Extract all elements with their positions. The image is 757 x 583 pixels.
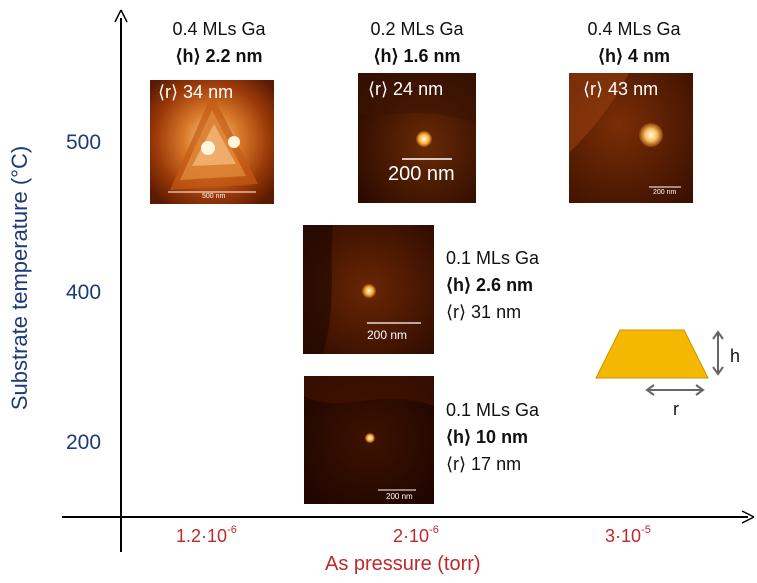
- sample-4-coverage: 0.1 MLs Ga: [446, 248, 540, 268]
- x-tick-1-exp: -6: [227, 524, 237, 536]
- sample-4-caption: 0.1 MLs Ga ⟨h⟩ 2.6 nm ⟨r⟩ 31 nm: [446, 245, 539, 326]
- sample-3-radius: ⟨r⟩ 43 nm: [583, 79, 659, 99]
- y-tick-500: 500: [66, 131, 102, 154]
- x-axis-line: [62, 516, 748, 518]
- sample-5-radius: ⟨r⟩ 17 nm: [446, 454, 522, 474]
- schematic-height-label: h: [730, 346, 741, 366]
- sample-1-coverage: 0.4 MLs Ga: [172, 19, 266, 39]
- sample-2-radius: ⟨r⟩ 24 nm: [368, 79, 444, 99]
- sample-3-scale-label: 200 nm: [653, 189, 677, 196]
- x-tick-3-base: 3·10: [605, 526, 642, 546]
- x-tick-3: 3·10-5: [605, 524, 651, 547]
- x-tick-2-base: 2·10: [393, 526, 430, 546]
- sample-2-coverage: 0.2 MLs Ga: [370, 19, 464, 39]
- x-tick-1: 1.2·10-6: [176, 524, 237, 547]
- afm-image-sample-4: 200 nm: [303, 225, 434, 354]
- x-tick-1-base: 1.2·10: [176, 526, 228, 546]
- sample-1-scale-label: 500 nm: [202, 193, 226, 200]
- x-tick-2-exp: -6: [429, 524, 439, 536]
- sample-4-scale-label: 200 nm: [367, 328, 408, 342]
- sample-3-caption: 0.4 MLs Ga ⟨h⟩ 4 nm: [575, 16, 693, 70]
- schematic-radius-label: r: [673, 399, 679, 419]
- afm-image-sample-5: 200 nm: [304, 376, 434, 504]
- sample-5-caption: 0.1 MLs Ga ⟨h⟩ 10 nm ⟨r⟩ 17 nm: [446, 397, 539, 478]
- x-axis-label: As pressure (torr): [325, 553, 481, 575]
- trapezoid-schematic: [595, 329, 724, 396]
- y-tick-400: 400: [66, 281, 102, 304]
- sample-1-caption: 0.4 MLs Ga ⟨h⟩ 2.2 nm: [160, 16, 278, 70]
- y-axis-label: Substrate temperature (°C): [7, 145, 32, 411]
- sample-2-scale-label: 200 nm: [388, 163, 455, 185]
- y-axis-arrow: [114, 9, 128, 23]
- sample-5-height: ⟨h⟩ 10 nm: [446, 427, 529, 447]
- sample-5-scale-label: 200 nm: [386, 492, 413, 501]
- x-tick-2: 2·10-6: [393, 524, 439, 547]
- trapezoid-shape: [595, 329, 709, 379]
- x-axis-arrow: [741, 510, 755, 524]
- sample-4-height: ⟨h⟩ 2.6 nm: [446, 275, 534, 295]
- afm-image-sample-2: ⟨r⟩ 24 nm 200 nm: [358, 73, 476, 203]
- afm-image-sample-1: ⟨r⟩ 34 nm 500 nm: [150, 80, 274, 204]
- y-tick-200: 200: [66, 431, 102, 454]
- sample-2-height: ⟨h⟩ 1.6 nm: [373, 46, 461, 66]
- sample-3-coverage: 0.4 MLs Ga: [587, 19, 681, 39]
- y-axis-line: [120, 18, 122, 552]
- sample-5-coverage: 0.1 MLs Ga: [446, 400, 540, 420]
- sample-3-height: ⟨h⟩ 4 nm: [597, 46, 671, 66]
- afm-image-sample-3: ⟨r⟩ 43 nm 200 nm: [569, 73, 693, 203]
- sample-2-caption: 0.2 MLs Ga ⟨h⟩ 1.6 nm: [358, 16, 476, 70]
- sample-1-height: ⟨h⟩ 2.2 nm: [175, 46, 263, 66]
- sample-4-radius: ⟨r⟩ 31 nm: [446, 302, 522, 322]
- x-tick-3-exp: -5: [641, 524, 651, 536]
- sample-1-radius: ⟨r⟩ 34 nm: [158, 82, 234, 102]
